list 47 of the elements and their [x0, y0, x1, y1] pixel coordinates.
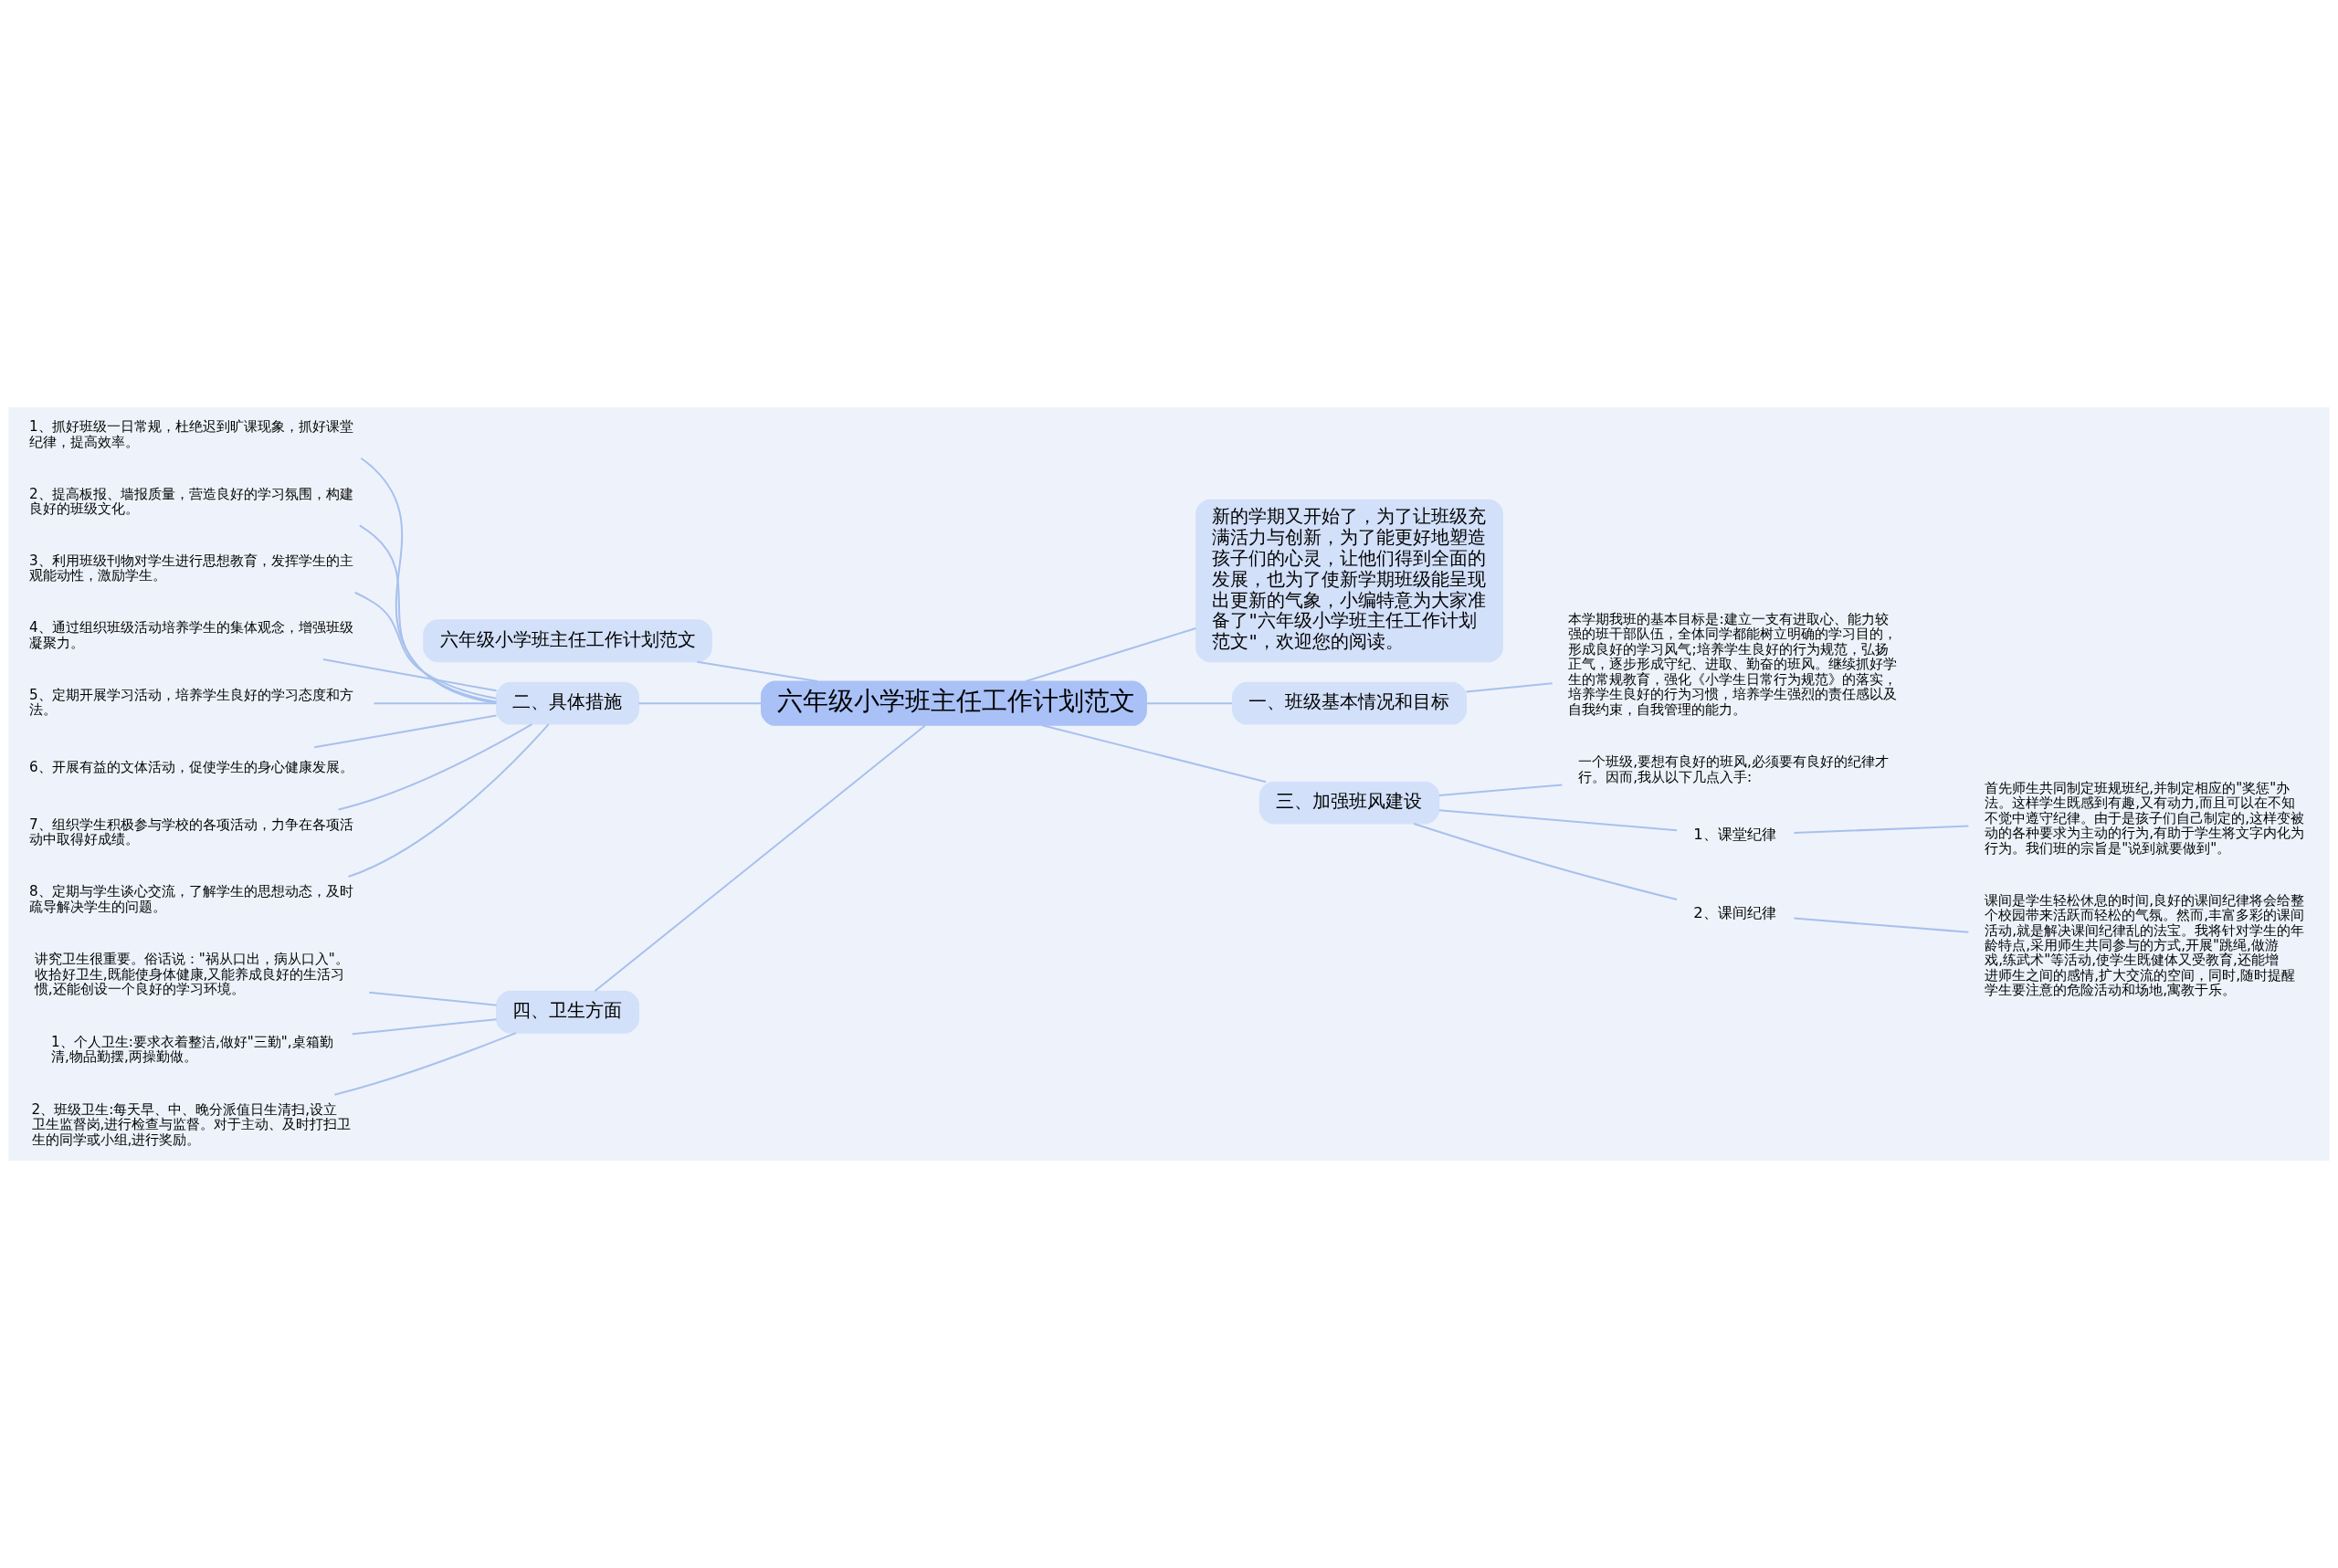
node-text: 本学期我班的基本目标是:建立一支有进取心、能力较强的班干部队伍，全体同学都能树立明确的学习目的，形成良好的学习风气;培养学生良好的行为规范，弘扬正气，逐步形成守纪、进取、勤奋的班风。继续抓好学生的常规教育，强化《小学生日常行为规范》的落实，培养学生良好的行为习惯，培养学生强烈的责任感以及自我约束，自我管理的能力。	[1568, 610, 1898, 718]
node-text: 2、提高板报、墙报质量，营造良好的学习氛围，构建良好的班级文化。	[29, 485, 353, 517]
node-text: 讲究卫生很重要。俗话说："祸从口出，病从口入"。收拾好卫生,既能使身体健康,又能养成良好的生活习惯,还能创设一个良好的学习环境。	[34, 951, 349, 998]
node-box: 新的学期又开始了，为了让班级充满活力与创新，为了能更好地塑造孩子们的心灵，让他们得到全面的发展，也为了使新学期班级能呈现出更新的气象，小编特意为大家准备了"六年级小学班主任工作计划范文"，欢迎您的阅读。	[1195, 499, 1503, 663]
node-text: 7、组织学生积极参与学校的各项活动，力争在各项活动中取得好成绩。	[29, 816, 353, 848]
node-box: 六年级小学班主任工作计划范文	[423, 619, 712, 663]
connector	[1146, 702, 1233, 705]
connector	[314, 714, 497, 749]
node-text: 课间是学生轻松休息的时间,良好的课间纪律将会给整个校园带来活跃而轻松的气氛。然而,丰富多彩的课间活动,就是解决课间纪律乱的法宝。我将针对学生的年龄特点,采用师生共同参与的方式,开展"跳绳,做游戏,练武术"等活动,使学生既健体又受教育,还能增进师生之间的感情,扩大交流的空间，同时,随时提醒学生要注意的危险活动和场地,寓教于乐。	[1985, 891, 2305, 999]
connector	[1438, 809, 1678, 832]
node-box: 六年级小学班主任工作计划范文	[761, 680, 1147, 726]
connector	[1438, 784, 1563, 796]
connector	[374, 702, 497, 705]
node-box: 四、卫生方面	[496, 990, 640, 1034]
connector	[348, 723, 550, 878]
connector	[334, 1032, 517, 1096]
connector	[354, 591, 497, 700]
connector	[1025, 627, 1196, 682]
node-box: 一、班级基本情况和目标	[1232, 681, 1468, 725]
connector	[369, 991, 497, 1006]
node-text: 2、班级卫生:每天早、中、晚分派值日生清扫,设立卫生监督岗,进行检查与监督。对于主动、及时打扫卫生的同学或小组,进行奖励。	[31, 1100, 352, 1148]
connector	[638, 702, 762, 705]
connector	[594, 724, 926, 993]
node-box: 二、具体措施	[496, 681, 640, 725]
node-text: 一个班级,要想有良好的班风,必须要有良好的纪律才行。因而,我从以下几点入手:	[1578, 753, 1889, 785]
connector	[360, 457, 497, 704]
node-text: 4、通过组织班级活动培养学生的集体观念，增强班级凝聚力。	[29, 619, 353, 651]
node-text: 6、开展有益的文体活动，促使学生的身心健康发展。	[29, 759, 353, 776]
node-text: 8、定期与学生谈心交流，了解学生的思想动态，及时疏导解决学生的问题。	[29, 883, 353, 915]
connector	[322, 658, 497, 692]
node-box: 三、加强班风建设	[1259, 781, 1440, 825]
connector	[1413, 823, 1678, 901]
connector	[1794, 825, 1969, 835]
connector	[697, 660, 818, 683]
connector	[352, 1018, 497, 1036]
connector	[359, 524, 497, 703]
node-text: 3、利用班级刊物对学生进行思想教育，发挥学生的主观能动性，激励学生。	[29, 552, 353, 584]
node-text: 首先师生共同制定班规班纪,并制定相应的"奖惩"办法。这样学生既感到有趣,又有动力,而且可以在不知不觉中遵守纪律。由于是孩子们自己制定的,这样变被动的各种要求为主动的行为,有助于学生将文字内化为行为。我们班的宗旨是"说到就要做到"。	[1985, 779, 2305, 857]
node-text: 1、个人卫生:要求衣着整洁,做好"三勤",桌箱勤清,物品勤摆,两操勤做。	[51, 1033, 333, 1066]
connector	[1466, 682, 1553, 693]
node-text: 5、定期开展学习活动，培养学生良好的学习态度和方法。	[29, 686, 353, 719]
connector	[338, 723, 532, 811]
connector	[1794, 917, 1969, 933]
node-text: 2、课间纪律	[1693, 903, 1776, 921]
node-text: 1、抓好班级一日常规，杜绝迟到旷课现象，抓好课堂纪律，提高效率。	[29, 418, 353, 450]
node-text: 1、课堂纪律	[1693, 825, 1776, 843]
connector	[1042, 724, 1267, 784]
